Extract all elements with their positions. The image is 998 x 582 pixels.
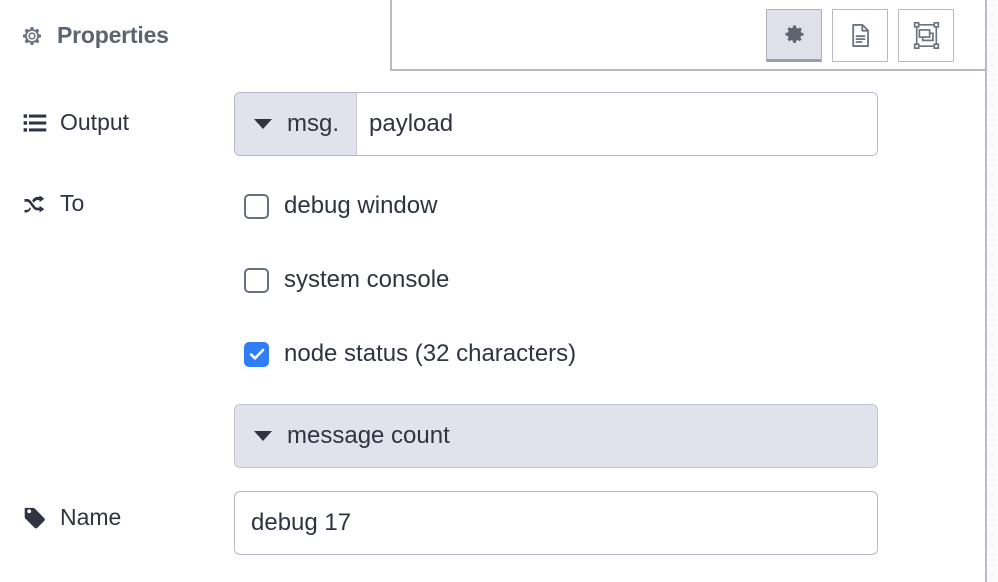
canvas-background-strip (986, 0, 998, 582)
panel-tabbar: Properties (0, 0, 986, 71)
output-type-dropdown[interactable]: msg. (235, 93, 358, 155)
checkbox-system-console[interactable]: system console (244, 266, 449, 294)
tab-properties-label: Properties (57, 22, 169, 48)
output-label: Output (22, 109, 129, 136)
panel-toolbar (766, 9, 954, 62)
document-icon (847, 22, 874, 49)
gear-icon (782, 22, 807, 47)
tab-properties[interactable]: Properties (0, 0, 392, 71)
properties-tab-button[interactable] (766, 9, 822, 62)
checkbox-debug-window-label: debug window (284, 192, 438, 219)
tabbar-underline (392, 69, 986, 71)
to-label: To (22, 190, 84, 217)
output-property-input[interactable]: payload (357, 93, 877, 155)
name-input[interactable]: debug 17 (234, 491, 878, 555)
checkbox-box[interactable] (244, 267, 269, 293)
output-type-label: msg. (287, 110, 340, 137)
list-icon (22, 110, 48, 136)
output-label-text: Output (60, 109, 130, 135)
gear-icon (20, 24, 44, 48)
description-tab-button[interactable] (832, 9, 888, 62)
checkbox-system-console-label: system console (284, 266, 450, 293)
status-type-select[interactable]: message count (234, 404, 878, 468)
to-row: To debug window system console (0, 174, 986, 474)
appearance-tab-button[interactable] (898, 9, 954, 62)
chevron-down-icon (254, 431, 272, 441)
chevron-down-icon (254, 119, 272, 129)
checkbox-debug-window[interactable]: debug window (244, 192, 437, 220)
shuffle-icon (22, 191, 48, 217)
output-row: Output msg. payload (0, 71, 986, 174)
name-label-text: Name (60, 504, 122, 530)
checkbox-box[interactable] (244, 341, 269, 367)
tag-icon (22, 505, 48, 531)
checkbox-box[interactable] (244, 193, 269, 219)
to-label-text: To (60, 190, 85, 216)
name-row: Name debug 17 (0, 474, 986, 574)
panel-right-edge (985, 0, 986, 582)
appearance-icon (912, 21, 941, 50)
output-typed-input[interactable]: msg. payload (234, 92, 878, 156)
status-type-select-value: message count (287, 422, 450, 449)
name-label: Name (22, 504, 121, 531)
checkbox-node-status[interactable]: node status (32 characters) (244, 340, 576, 368)
checkbox-node-status-label: node status (32 characters) (284, 340, 577, 367)
